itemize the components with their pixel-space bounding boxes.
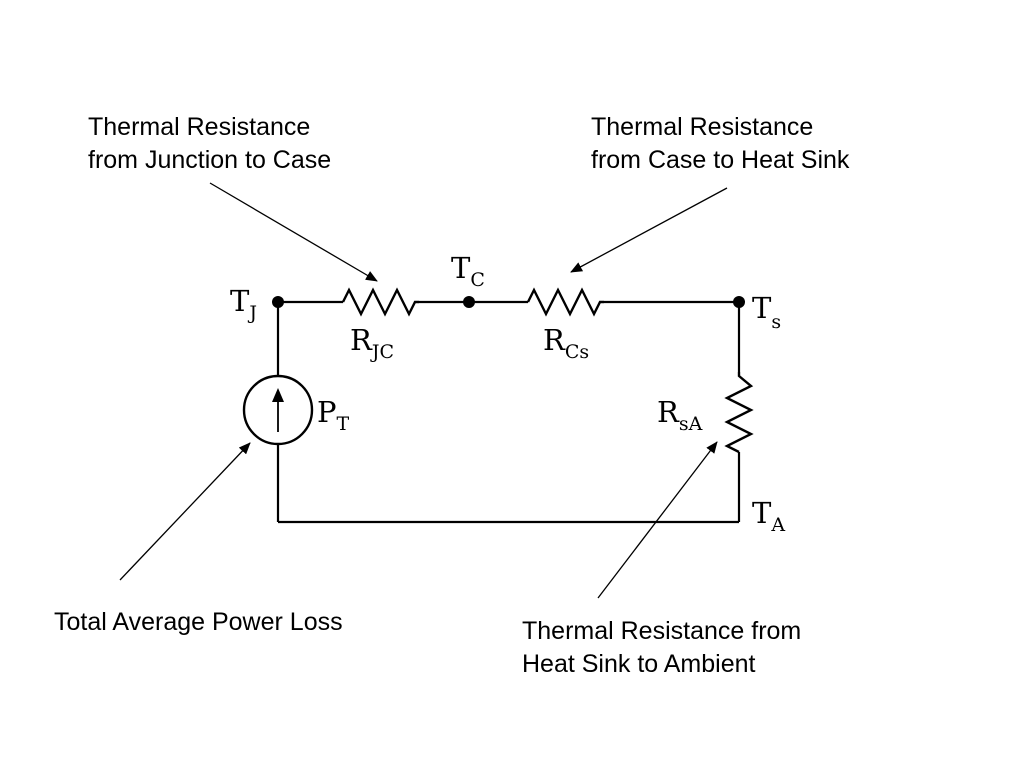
label-tc-main: T	[451, 251, 471, 285]
node-tc-dot	[463, 296, 475, 308]
label-rcs-main: R	[543, 323, 566, 357]
node-tj-dot	[272, 296, 284, 308]
up-arrow-icon	[272, 388, 284, 402]
label-rsa-sub: sA	[679, 413, 703, 435]
label-tc: TC	[451, 251, 485, 291]
label-ta-main: T	[752, 496, 772, 530]
rjc-annotation-line1: Thermal Resistance	[88, 113, 310, 141]
label-rcs: RCs	[543, 323, 589, 363]
node-ts-dot	[733, 296, 745, 308]
label-ta: TA	[752, 496, 785, 536]
rsa-leader-arrow	[597, 441, 718, 599]
power-annotation: Total Average Power Loss	[54, 608, 343, 636]
rcs-leader-arrow	[570, 187, 728, 273]
label-ts: Ts	[752, 291, 781, 333]
circuit-wires	[276, 300, 741, 524]
rsa-annotation-line1: Thermal Resistance from	[522, 617, 801, 645]
rjc-annotation-line2: from Junction to Case	[88, 146, 331, 174]
rsa-annotation-line2: Heat Sink to Ambient	[522, 650, 756, 678]
label-ta-sub: A	[770, 514, 785, 536]
label-tc-sub: C	[470, 269, 485, 291]
resistor-rsa	[724, 372, 754, 454]
label-rcs-sub: Cs	[565, 341, 589, 363]
label-rjc-main: R	[350, 323, 373, 357]
label-ts-sub: s	[771, 311, 781, 333]
rcs-annotation-line2: from Case to Heat Sink	[591, 146, 850, 174]
label-tj-sub: J	[247, 302, 257, 324]
label-pt-sub: T	[337, 413, 350, 435]
label-pt-main: P	[317, 395, 337, 429]
label-tj-main: T	[230, 284, 250, 318]
label-rjc-sub: JC	[370, 341, 394, 363]
label-rsa: RsA	[657, 395, 703, 435]
power-source-circle	[242, 374, 314, 446]
power-leader-arrow	[119, 442, 251, 581]
label-rsa-main: R	[657, 395, 680, 429]
rcs-annotation-line1: Thermal Resistance	[591, 113, 813, 141]
label-ts-main: T	[752, 291, 772, 325]
label-pt: PT	[317, 395, 350, 435]
resistor-rcs	[526, 287, 604, 317]
label-rjc: RJC	[350, 323, 394, 363]
power-source	[242, 374, 314, 446]
resistor-rjc	[341, 287, 419, 317]
label-tj: TJ	[230, 284, 257, 324]
rjc-leader-arrow	[209, 182, 378, 282]
